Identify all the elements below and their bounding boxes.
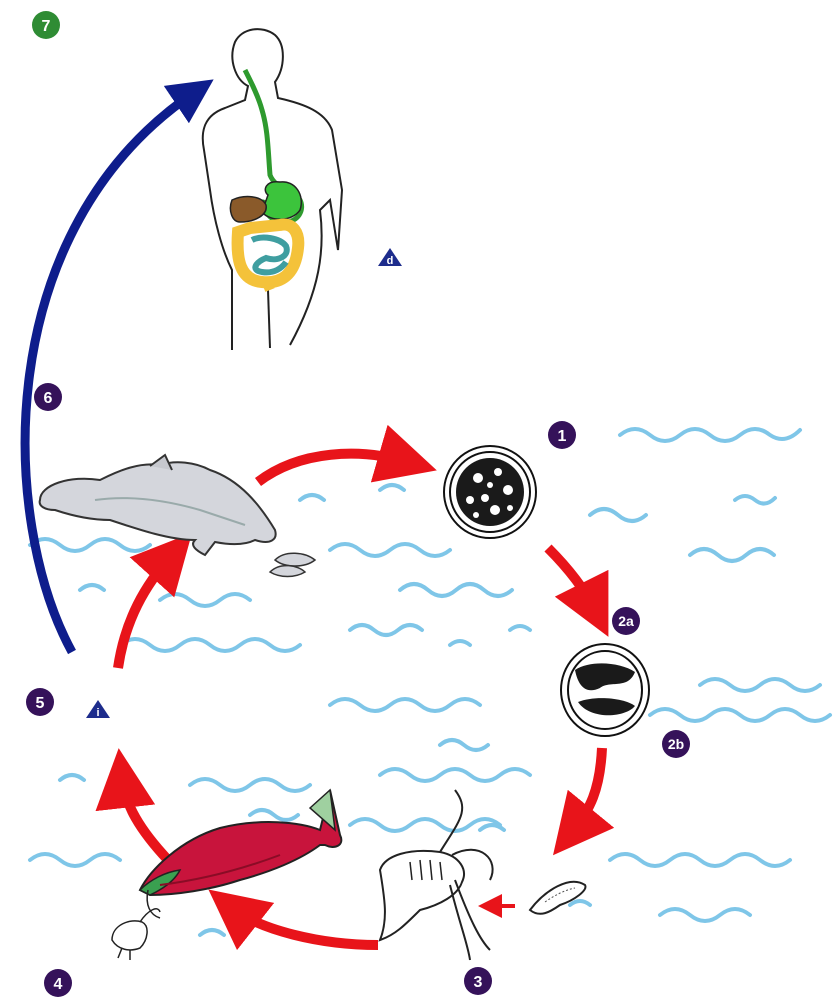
procercoid-icon (530, 882, 585, 914)
arrow-fish-to-human (25, 92, 195, 652)
step-badge-4: 4 (44, 969, 72, 997)
copepod-small-icon (112, 909, 160, 960)
dolphin-icon (40, 455, 276, 555)
coracidium-icon (561, 644, 649, 736)
diagnostic-marker: d (378, 248, 402, 267)
egg-icon (444, 446, 536, 538)
diagnostic-marker-label: d (387, 255, 394, 267)
infective-marker: i (86, 700, 110, 719)
svg-text:2a: 2a (618, 613, 634, 629)
svg-text:6: 6 (44, 390, 53, 407)
arrow-egg-to-coracidium (548, 548, 595, 610)
svg-text:2b: 2b (668, 736, 684, 752)
small-fish-icon (270, 553, 315, 576)
step-badge-1: 1 (548, 421, 576, 449)
step-badge-2a: 2a (612, 607, 640, 635)
step-badge-5: 5 (26, 688, 54, 716)
infective-marker-label: i (96, 707, 99, 719)
arrow-salmon-to-infective (122, 778, 168, 860)
human-host-icon (203, 29, 342, 350)
svg-text:5: 5 (36, 695, 45, 712)
arrow-coracidium-to-copepod (572, 748, 602, 832)
step-badge-2b: 2b (662, 730, 690, 758)
arrow-dolphin-to-egg (258, 454, 408, 482)
svg-text:3: 3 (474, 974, 483, 991)
step-badge-7: 7 (32, 11, 60, 39)
step-badge-6: 6 (34, 383, 62, 411)
svg-text:4: 4 (54, 976, 63, 993)
salmon-icon (140, 790, 341, 918)
svg-text:7: 7 (42, 18, 51, 35)
svg-text:1: 1 (558, 428, 567, 445)
step-badge-3: 3 (464, 967, 492, 995)
copepod-icon (380, 790, 493, 960)
arrow-copepod-to-salmon (232, 908, 378, 945)
